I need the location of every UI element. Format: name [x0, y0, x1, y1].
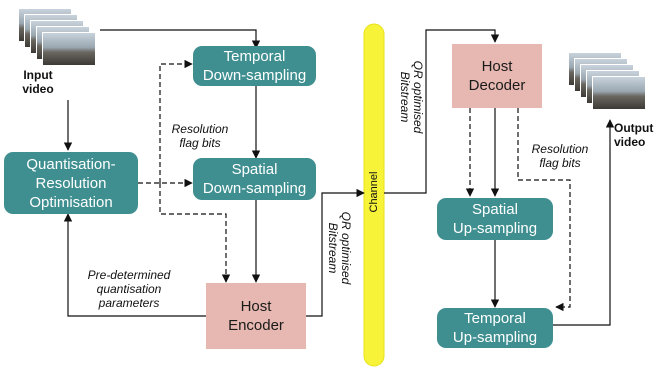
arrow-input-to-temporal-down: [100, 29, 261, 49]
predetermined-quantisation-parameters: Pre-determined quantisation parameters: [87, 268, 171, 310]
arrow-flags-to-encoder: [159, 183, 231, 283]
resolution-flag-bits-right: Resolution flag bits: [531, 142, 589, 170]
host-encoder-box: Host Encoder: [206, 283, 306, 349]
resolution-flag-bits-left: Resolution flag bits: [171, 122, 229, 150]
arrow-decoder-flags-to-temporal-up: [517, 108, 571, 312]
spatial-upsampling-box: Spatial Up-sampling: [437, 198, 553, 240]
arrow-temporal-up-to-output: [552, 119, 615, 326]
qr-bitstream-label-right: QR optimised Bitstream: [398, 60, 425, 134]
arrow-channel-to-decoder: [384, 29, 500, 194]
arrow-encoder-to-channel: [306, 188, 365, 317]
quantisation-resolution-optimisation-box: Quantisation- Resolution Optimisation: [4, 152, 138, 214]
arrow-qro-to-temporal-down: [159, 59, 193, 183]
input-video-label: Input video: [22, 68, 54, 96]
temporal-downsampling-box: Temporal Down-sampling: [193, 46, 316, 86]
output-video-label: Output video: [614, 121, 654, 149]
qr-bitstream-label-left: QR optimised Bitstream: [326, 211, 353, 285]
host-decoder-box: Host Decoder: [452, 44, 542, 108]
arrow-encoder-to-qro: [63, 213, 206, 317]
temporal-upsampling-box: Temporal Up-sampling: [437, 308, 553, 348]
channel-label: Channel: [368, 171, 380, 213]
spatial-downsampling-box: Spatial Down-sampling: [193, 158, 316, 200]
